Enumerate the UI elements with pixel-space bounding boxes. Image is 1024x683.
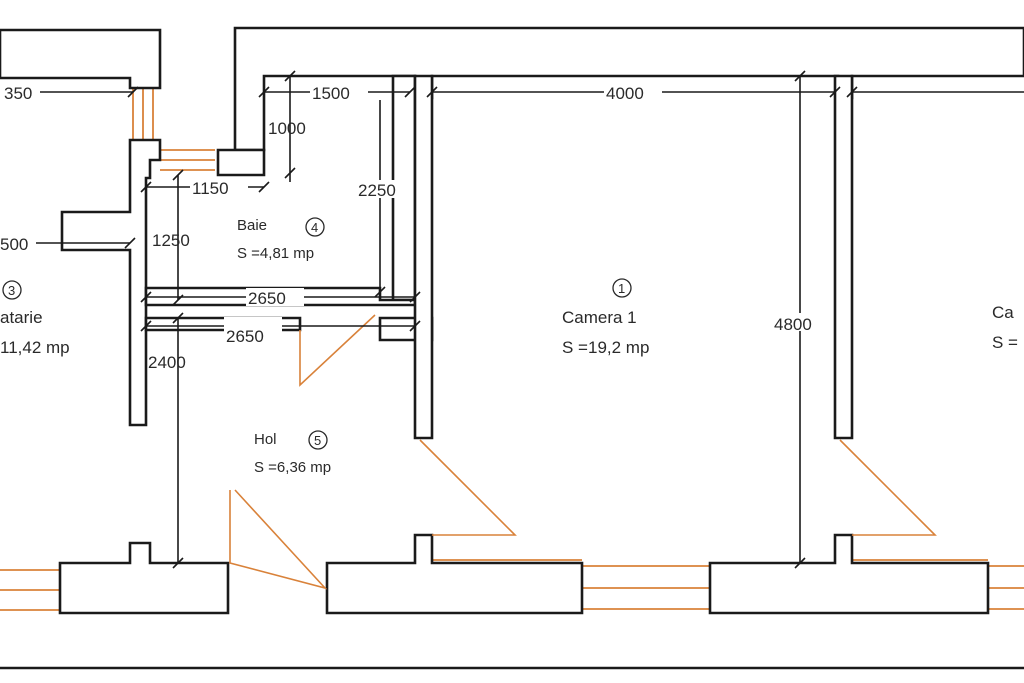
room-number-5: 5 <box>314 433 321 448</box>
dim-tick <box>140 291 152 303</box>
dim-tick <box>258 181 270 193</box>
dim-tick <box>284 70 296 82</box>
dim-tick <box>426 86 438 98</box>
dim-label-1150: 1150 <box>192 179 229 198</box>
room-area-2: S = <box>992 333 1018 352</box>
room-name-5: Hol <box>254 431 277 448</box>
dim-label-2650-a: 2650 <box>248 289 286 308</box>
dim-tick <box>140 320 152 332</box>
room-number-4: 4 <box>311 220 318 235</box>
dim-label-2250: 2250 <box>358 181 396 200</box>
door-swing <box>839 439 937 536</box>
wall <box>325 533 584 615</box>
windows <box>0 88 1024 611</box>
room-name-1: Camera 1 <box>562 308 637 327</box>
room-area-4: S =4,81 mp <box>237 245 314 262</box>
dim-tick <box>794 70 806 82</box>
dim-tick <box>127 86 139 98</box>
room-number-3: 3 <box>8 283 15 298</box>
wall <box>0 28 162 90</box>
dim-label-4800: 4800 <box>774 315 812 334</box>
dim-tick <box>409 320 421 332</box>
room-number-1: 1 <box>618 281 625 296</box>
room-name-2: Ca <box>992 303 1014 322</box>
room-number-circle <box>612 278 632 298</box>
doors <box>229 314 937 590</box>
dim-tick <box>794 557 806 569</box>
wall <box>833 74 854 440</box>
wall <box>216 148 266 177</box>
dim-tick <box>172 169 184 181</box>
room-name-4: Baie <box>237 217 267 234</box>
dim-label-500: 500 <box>0 235 28 254</box>
dim-tick <box>140 181 152 193</box>
dim-label-2400: 2400 <box>148 353 186 372</box>
dim-tick <box>258 86 270 98</box>
dim-tick <box>124 237 136 249</box>
room-name-3: atarie <box>0 308 43 327</box>
dim-label-1250: 1250 <box>152 231 190 250</box>
door-swing <box>229 489 328 590</box>
dim-label-350: 350 <box>4 84 32 103</box>
door-swing <box>419 439 517 536</box>
dim-tick <box>404 86 416 98</box>
room-number-circle <box>308 430 328 450</box>
room-number-circle <box>305 217 325 237</box>
dimension-labels: 350 1500 4000 1000 1150 2250 500 1250 26… <box>0 83 828 372</box>
room-labels: 3 atarie 11,42 mp Baie 4 S =4,81 mp 1 Ca… <box>0 217 1018 476</box>
dim-label-2650-b: 2650 <box>226 327 264 346</box>
dim-tick <box>846 86 858 98</box>
dim-tick <box>374 286 386 298</box>
wall <box>413 74 434 440</box>
dim-tick <box>284 167 296 179</box>
door-swing <box>299 314 376 387</box>
room-area-1: S =19,2 mp <box>562 338 649 357</box>
dim-label-4000: 4000 <box>606 84 644 103</box>
dim-label-1500: 1500 <box>312 84 350 103</box>
walls <box>0 26 1024 670</box>
dim-tick <box>409 291 421 303</box>
wall <box>708 533 990 615</box>
dim-tick <box>172 312 184 324</box>
room-number-circle <box>2 280 22 300</box>
dim-tick <box>829 86 841 98</box>
dim-tick <box>172 557 184 569</box>
dim-label-1000: 1000 <box>268 119 306 138</box>
wall <box>60 138 162 427</box>
room-area-5: S =6,36 mp <box>254 459 331 476</box>
room-area-3: 11,42 mp <box>0 338 70 357</box>
wall <box>58 541 230 615</box>
